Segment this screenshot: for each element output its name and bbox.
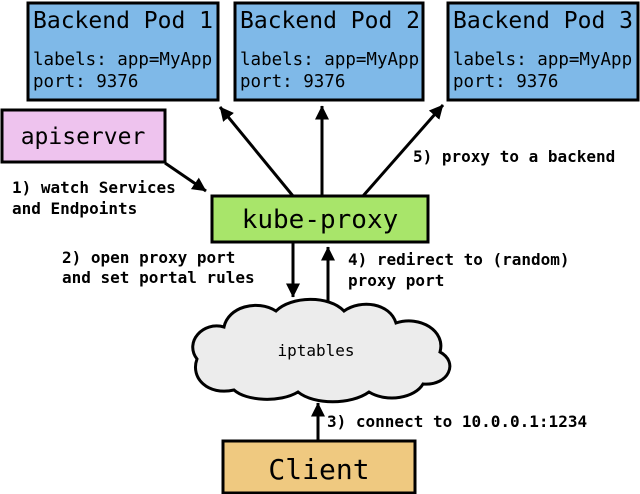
apiserver-label: apiserver	[21, 124, 146, 150]
step-4-line-2: proxy port	[348, 271, 444, 290]
step-1-line-2: and Endpoints	[12, 199, 137, 218]
arrow-watch-apiserver-to-kubeproxy	[164, 161, 207, 193]
backend-pod-2-box	[233, 1, 425, 102]
step-5-line-1: 5) proxy to a backend	[413, 147, 615, 166]
backend-pod-2-title: Backend Pod 2	[240, 8, 420, 34]
backend-pod-1-port: port: 9376	[33, 72, 138, 92]
step-4-line-1: 4) redirect to (random)	[348, 250, 570, 269]
kube-proxy-box	[210, 194, 430, 244]
client-box	[221, 439, 417, 494]
step-2-line-2: and set portal rules	[62, 268, 255, 287]
backend-pod-3-title: Backend Pod 3	[453, 8, 633, 34]
client-label: Client	[268, 453, 369, 486]
client-node: Client	[221, 439, 417, 494]
backend-pod-3: Backend Pod 3 labels: app=MyApp port: 93…	[446, 1, 640, 102]
backend-pod-2: Backend Pod 2 labels: app=MyApp port: 93…	[233, 1, 425, 102]
backend-pod-3-port: port: 9376	[453, 72, 558, 92]
step-2-line-1: 2) open proxy port	[62, 248, 235, 267]
step-labels: 1) watch Services and Endpoints 2) open …	[12, 147, 615, 431]
apiserver-node: apiserver	[0, 108, 167, 164]
arrow-proxy-to-backend-pod-1	[218, 106, 295, 197]
step-3-line-1: 3) connect to 10.0.0.1:1234	[327, 412, 587, 431]
step-1-line-1: 1) watch Services	[12, 178, 176, 197]
iptables-label: iptables	[277, 341, 354, 360]
kube-proxy-label: kube-proxy	[242, 205, 399, 235]
arrow-proxy-to-backend-pod-3	[361, 104, 445, 197]
arrows	[164, 104, 445, 441]
backend-pod-2-port: port: 9376	[240, 72, 345, 92]
kube-proxy-node: kube-proxy	[210, 194, 430, 244]
backend-pod-1-labels: labels: app=MyApp	[33, 50, 212, 70]
backend-pod-3-box	[446, 1, 640, 102]
iptables-node: iptables	[191, 297, 452, 404]
apiserver-box	[0, 108, 167, 164]
backend-pod-1: Backend Pod 1 labels: app=MyApp port: 93…	[26, 1, 220, 102]
backend-pod-3-labels: labels: app=MyApp	[453, 50, 632, 70]
backend-pod-1-box	[26, 1, 220, 102]
iptables-cloud-shape	[191, 297, 452, 404]
backend-pod-1-title: Backend Pod 1	[33, 8, 213, 34]
backend-pod-2-labels: labels: app=MyApp	[240, 50, 419, 70]
